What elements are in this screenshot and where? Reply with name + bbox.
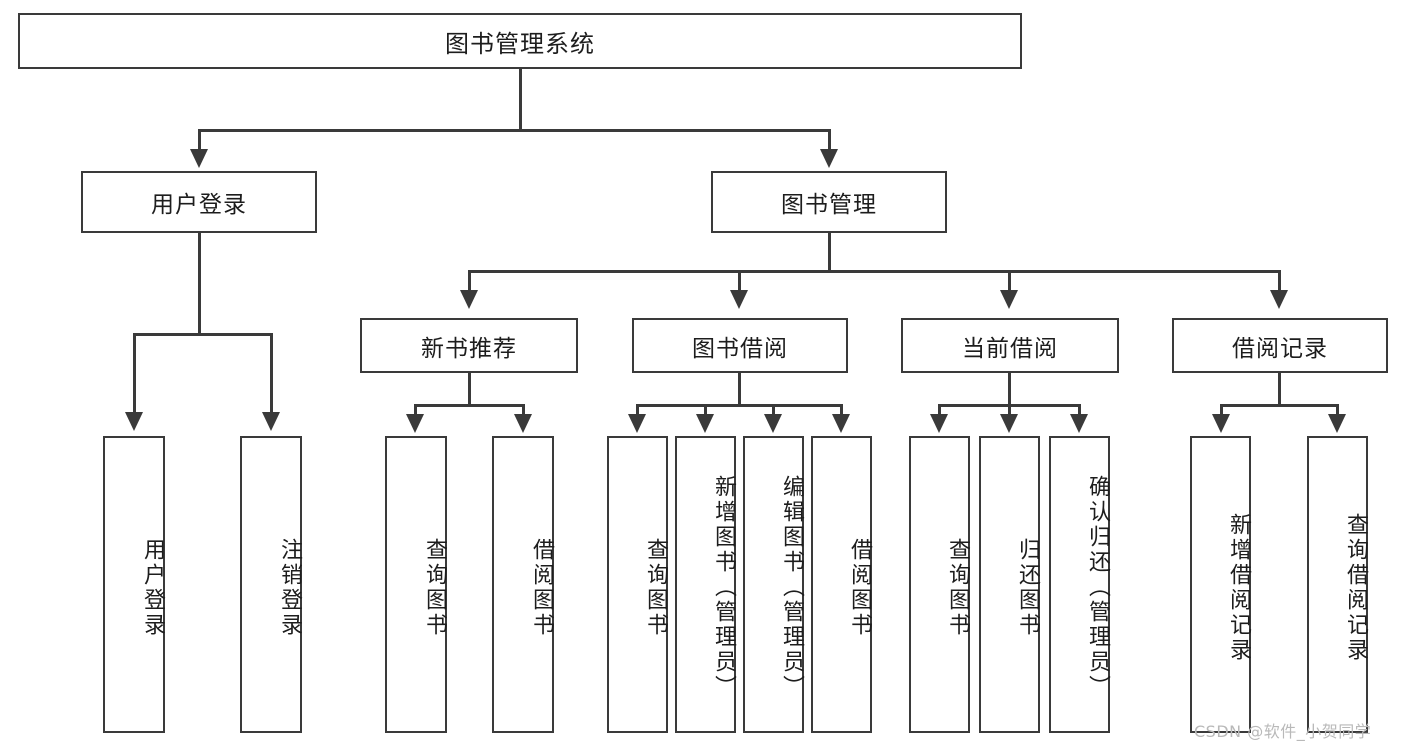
connector-to-new-book-rec [468,270,471,294]
leaf-current-query-book[interactable]: 查询图书 [909,436,970,733]
connector-root-stem [519,69,522,131]
leaf-user-login[interactable]: 用户登录 [103,436,165,733]
node-book-management[interactable]: 图书管理 [711,171,947,233]
arrowhead-borrow-edit [764,414,782,433]
arrowhead-rec-query [406,414,424,433]
arrowhead-rec-borrow [514,414,532,433]
connector-to-borrow-record [1278,270,1281,294]
arrowhead-root-to-book-manage [820,149,838,168]
connector-new-book-rec-stem [468,373,471,406]
leaf-rec-borrow-book[interactable]: 借阅图书 [492,436,554,733]
node-current-borrowing[interactable]: 当前借阅 [901,318,1119,373]
connector-current-borrow-stem [1008,373,1011,406]
connector-borrow-record-drop-2 [1336,404,1339,418]
arrowhead-to-book-borrow [730,290,748,309]
arrowhead-borrow-borrow [832,414,850,433]
csdn-watermark: CSDN @软件_小贺同学 [1194,722,1372,741]
connector-book-borrow-drop-2 [704,404,707,418]
connector-new-book-rec-split-bar [414,404,525,407]
arrowhead-rec-add [1212,414,1230,433]
connector-root-to-book-manage [828,129,831,153]
arrowhead-to-new-book-rec [460,290,478,309]
arrowhead-cur-query [930,414,948,433]
node-borrowing-record[interactable]: 借阅记录 [1172,318,1388,373]
leaf-borrow-borrow-book[interactable]: 借阅图书 [811,436,872,733]
connector-to-current-borrow [1008,270,1011,294]
connector-borrow-record-stem [1278,373,1281,406]
connector-to-book-borrow [738,270,741,294]
leaf-logout[interactable]: 注销登录 [240,436,302,733]
connector-user-login-right-drop [270,333,273,416]
arrowhead-cur-return [1000,414,1018,433]
arrowhead-to-current-borrow [1000,290,1018,309]
connector-new-book-rec-drop-2 [522,404,525,418]
node-book-borrowing[interactable]: 图书借阅 [632,318,848,373]
leaf-record-query-borrow-record[interactable]: 查询借阅记录 [1307,436,1368,733]
connector-book-borrow-stem [738,373,741,406]
arrowhead-borrow-add [696,414,714,433]
connector-root-to-user-login [198,129,201,153]
connector-book-borrow-drop-1 [636,404,639,418]
connector-book-borrow-drop-4 [840,404,843,418]
leaf-record-add-borrow-record[interactable]: 新增借阅记录 [1190,436,1251,733]
node-user-login[interactable]: 用户登录 [81,171,317,233]
node-new-book-recommendation[interactable]: 新书推荐 [360,318,578,373]
connector-book-manage-split-bar [468,270,1281,273]
leaf-borrow-add-book-admin[interactable]: 新增图书（管理员） [675,436,736,733]
connector-current-borrow-drop-3 [1078,404,1081,418]
connector-borrow-record-split-bar [1220,404,1339,407]
node-root-book-management-system[interactable]: 图书管理系统 [18,13,1022,69]
leaf-current-return-book[interactable]: 归还图书 [979,436,1040,733]
connector-current-borrow-drop-1 [938,404,941,418]
arrowhead-borrow-query [628,414,646,433]
connector-book-borrow-split-bar [636,404,843,407]
arrowhead-root-to-user-login [190,149,208,168]
connector-new-book-rec-drop-1 [414,404,417,418]
connector-book-manage-stem [828,233,831,273]
connector-book-borrow-drop-3 [772,404,775,418]
leaf-rec-query-book[interactable]: 查询图书 [385,436,447,733]
leaf-borrow-edit-book-admin[interactable]: 编辑图书（管理员） [743,436,804,733]
connector-root-split-bar [198,129,831,132]
arrowhead-cur-confirm [1070,414,1088,433]
leaf-borrow-query-book[interactable]: 查询图书 [607,436,668,733]
connector-user-login-stem [198,233,201,335]
connector-borrow-record-drop-1 [1220,404,1223,418]
arrowhead-to-borrow-record [1270,290,1288,309]
connector-current-borrow-drop-2 [1008,404,1011,418]
connector-user-login-split-bar [133,333,273,336]
arrowhead-rec-query2 [1328,414,1346,433]
arrowhead-to-leaf-user-login [125,412,143,431]
leaf-current-confirm-return-admin[interactable]: 确认归还（管理员） [1049,436,1110,733]
arrowhead-to-leaf-logout [262,412,280,431]
connector-user-login-left-drop [133,333,136,416]
